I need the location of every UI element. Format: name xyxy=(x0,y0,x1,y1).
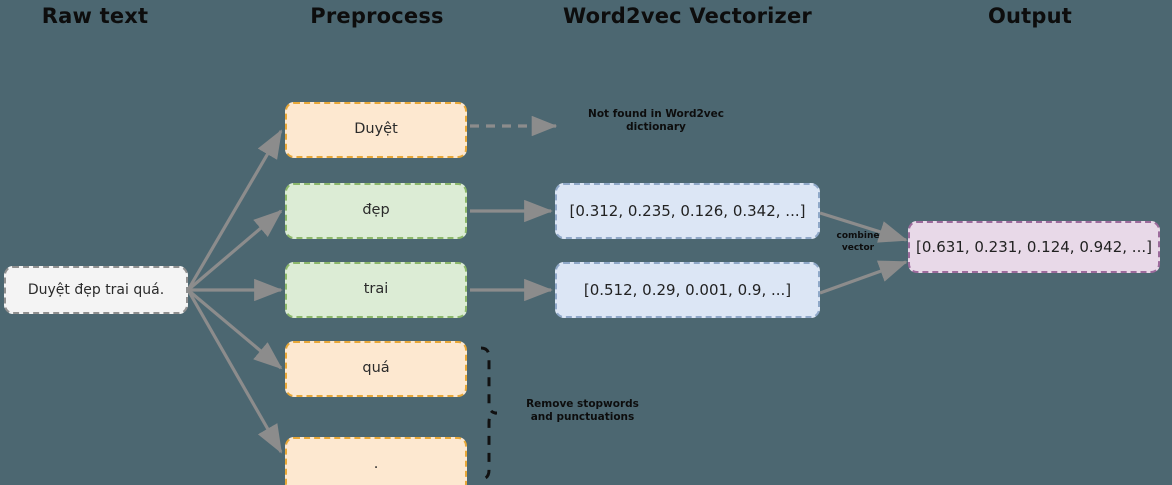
vector-box-trai: [0.512, 0.29, 0.001, 0.9, ...] xyxy=(555,262,820,318)
annotation-not-found: Not found in Word2vec dictionary xyxy=(588,108,724,134)
token-box-dep: đẹp xyxy=(285,183,467,239)
fanout-arrows xyxy=(186,129,283,454)
token-box-punctuation: . xyxy=(285,437,467,485)
token-box-qua: quá xyxy=(285,341,467,397)
stopword-brace xyxy=(480,346,498,481)
vector-box-dep: [0.312, 0.235, 0.126, 0.342, ...] xyxy=(555,183,820,239)
raw-text-box: Duyệt đẹp trai quá. xyxy=(4,266,188,314)
annotation-combine-vector: combine vector xyxy=(836,231,880,253)
token-box-trai: trai xyxy=(285,262,467,318)
column-title-preprocess: Preprocess xyxy=(310,4,444,28)
column-title-raw-text: Raw text xyxy=(41,4,149,28)
output-vector-box: [0.631, 0.231, 0.124, 0.942, ...] xyxy=(908,221,1160,273)
column-title-vectorizer: Word2vec Vectorizer xyxy=(563,4,812,28)
column-title-output: Output xyxy=(987,4,1073,28)
token-to-vector-arrows xyxy=(470,199,553,302)
annotation-remove-stopwords: Remove stopwords and punctuations xyxy=(526,398,639,424)
token-box-duyet: Duyệt xyxy=(285,102,467,158)
